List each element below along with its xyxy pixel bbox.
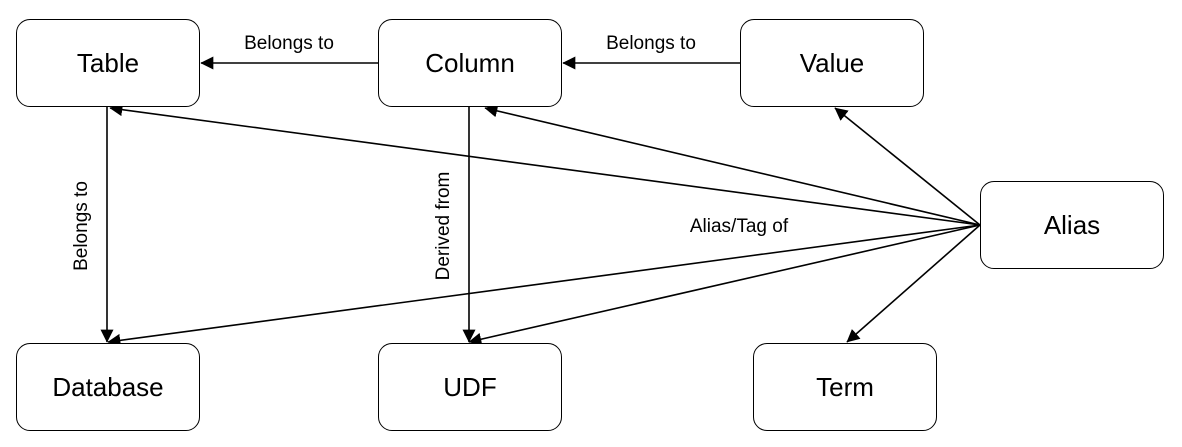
node-alias-label: Alias [1043, 209, 1101, 240]
node-udf: UDF [378, 343, 562, 431]
node-value-label: Value [799, 47, 865, 78]
node-table-label: Table [76, 47, 140, 78]
edge-alias-to-term [846, 224, 981, 343]
edge-label-value-column: Belongs to [606, 33, 696, 54]
edge-label-alias-tag-of: Alias/Tag of [690, 216, 789, 237]
edge-alias-to-table [109, 103, 981, 226]
edge-alias-to-udf [468, 224, 981, 346]
node-table: Table [16, 19, 200, 107]
edge-alias-to-column [484, 104, 981, 226]
node-udf-label: UDF [443, 371, 497, 402]
node-value: Value [740, 19, 924, 107]
node-term: Term [753, 343, 937, 431]
edge-label-column-table: Belongs to [244, 33, 334, 54]
node-database: Database [16, 343, 200, 431]
edge-label-column-udf: Derived from [433, 172, 454, 281]
node-database-label: Database [52, 371, 164, 402]
edge-label-table-database: Belongs to [71, 181, 92, 271]
node-column: Column [378, 19, 562, 107]
edge-alias-to-database [107, 224, 981, 347]
node-term-label: Term [816, 371, 874, 402]
node-column-label: Column [425, 47, 515, 78]
edge-alias-to-value [834, 107, 981, 226]
node-alias: Alias [980, 181, 1164, 269]
